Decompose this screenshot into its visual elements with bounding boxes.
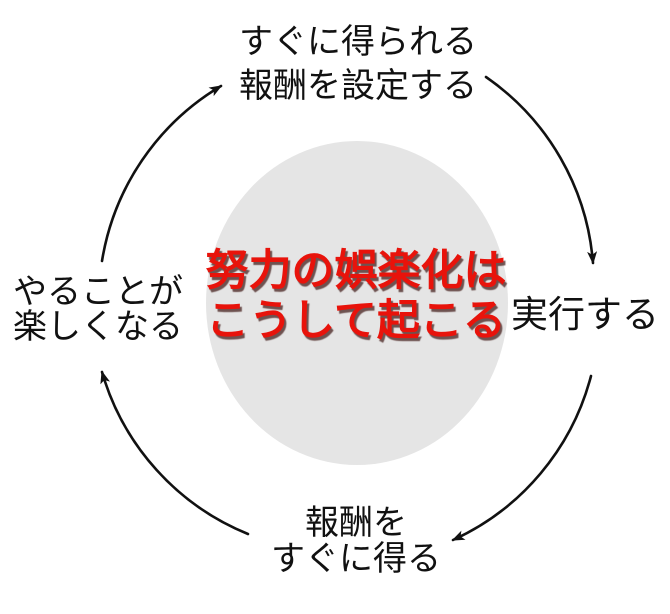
node-label-line: やることが <box>13 273 183 311</box>
arrow-left-to-top <box>100 84 223 263</box>
node-get-reward-immediately: 報酬を すぐに得る <box>271 505 441 577</box>
center-title-line: こうして起こる <box>206 297 506 345</box>
arrow-right-to-bottom <box>451 374 593 542</box>
node-label-line: 実行する <box>511 294 659 335</box>
node-label-line: すぐに得られる <box>239 23 477 61</box>
arrow-bottom-to-left <box>100 370 250 536</box>
node-tasks-become-fun: やることが 楽しくなる <box>13 275 183 345</box>
node-set-immediate-reward: すぐに得られる 報酬を設定する <box>239 20 477 108</box>
node-execute: 実行する <box>511 295 659 335</box>
node-label-line: すぐに得る <box>271 540 441 578</box>
node-label-line: 楽しくなる <box>13 308 183 346</box>
arrow-top-to-right <box>484 75 598 265</box>
node-label-line: 報酬を設定する <box>239 67 477 105</box>
center-title-line: 努力の娯楽化は <box>205 247 507 295</box>
node-label-line: 報酬を <box>305 504 407 542</box>
center-title: 努力の娯楽化は こうして起こる <box>206 246 507 346</box>
center-circle <box>206 141 508 465</box>
